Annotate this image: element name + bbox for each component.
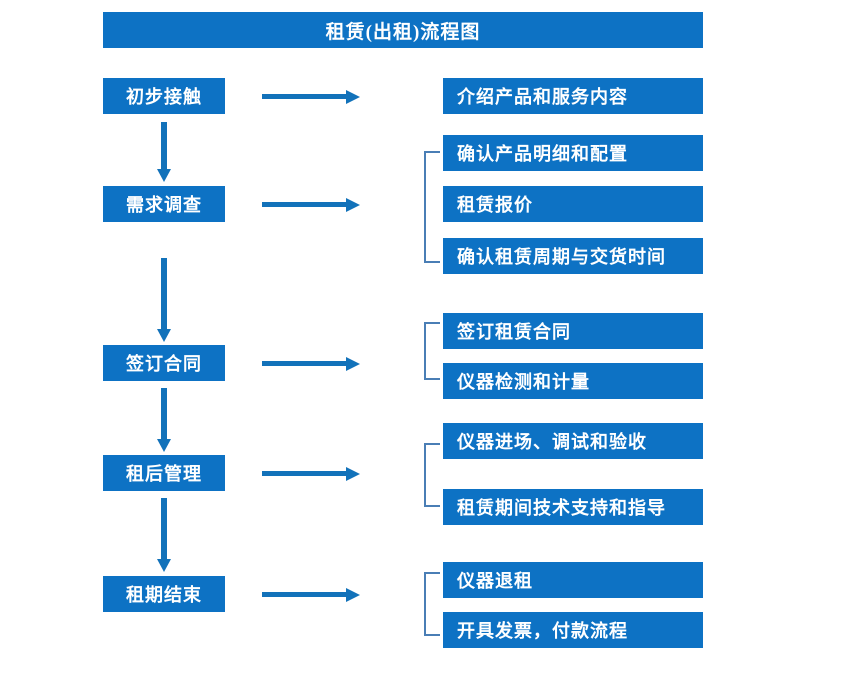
vertical-arrow-2 [156, 258, 172, 342]
detail-box-仪器退租[interactable]: 仪器退租 [443, 562, 703, 598]
vertical-arrow-3 [156, 388, 172, 452]
horizontal-arrow-2 [262, 196, 360, 212]
detail-box-确认租赁周期与交货时间[interactable]: 确认租赁周期与交货时间 [443, 238, 703, 274]
stage-box-初步接触[interactable]: 初步接触 [103, 78, 225, 114]
detail-box-签订租赁合同[interactable]: 签订租赁合同 [443, 313, 703, 349]
vertical-arrow-1 [156, 122, 172, 182]
detail-box-介绍产品和服务内容[interactable]: 介绍产品和服务内容 [443, 78, 703, 114]
group-bracket-租期结束 [424, 572, 440, 636]
detail-box-仪器检测和计量[interactable]: 仪器检测和计量 [443, 363, 703, 399]
vertical-arrow-4 [156, 498, 172, 572]
stage-box-签订合同[interactable]: 签订合同 [103, 345, 225, 381]
group-bracket-签订合同 [424, 322, 440, 380]
horizontal-arrow-4 [262, 465, 360, 481]
detail-box-租赁报价[interactable]: 租赁报价 [443, 186, 703, 222]
stage-box-需求调查[interactable]: 需求调查 [103, 186, 225, 222]
detail-box-开具发票付款流程[interactable]: 开具发票，付款流程 [443, 612, 703, 648]
diagram-title: 租赁(出租)流程图 [103, 12, 703, 48]
group-bracket-需求调查 [424, 151, 440, 263]
horizontal-arrow-3 [262, 355, 360, 371]
detail-box-仪器进场调试和验收[interactable]: 仪器进场、调试和验收 [443, 423, 703, 459]
horizontal-arrow-5 [262, 586, 360, 602]
stage-box-租期结束[interactable]: 租期结束 [103, 576, 225, 612]
group-bracket-租后管理 [424, 443, 440, 507]
horizontal-arrow-1 [262, 88, 360, 104]
stage-box-租后管理[interactable]: 租后管理 [103, 455, 225, 491]
detail-box-租赁期间技术支持和指导[interactable]: 租赁期间技术支持和指导 [443, 489, 703, 525]
detail-box-确认产品明细和配置[interactable]: 确认产品明细和配置 [443, 135, 703, 171]
